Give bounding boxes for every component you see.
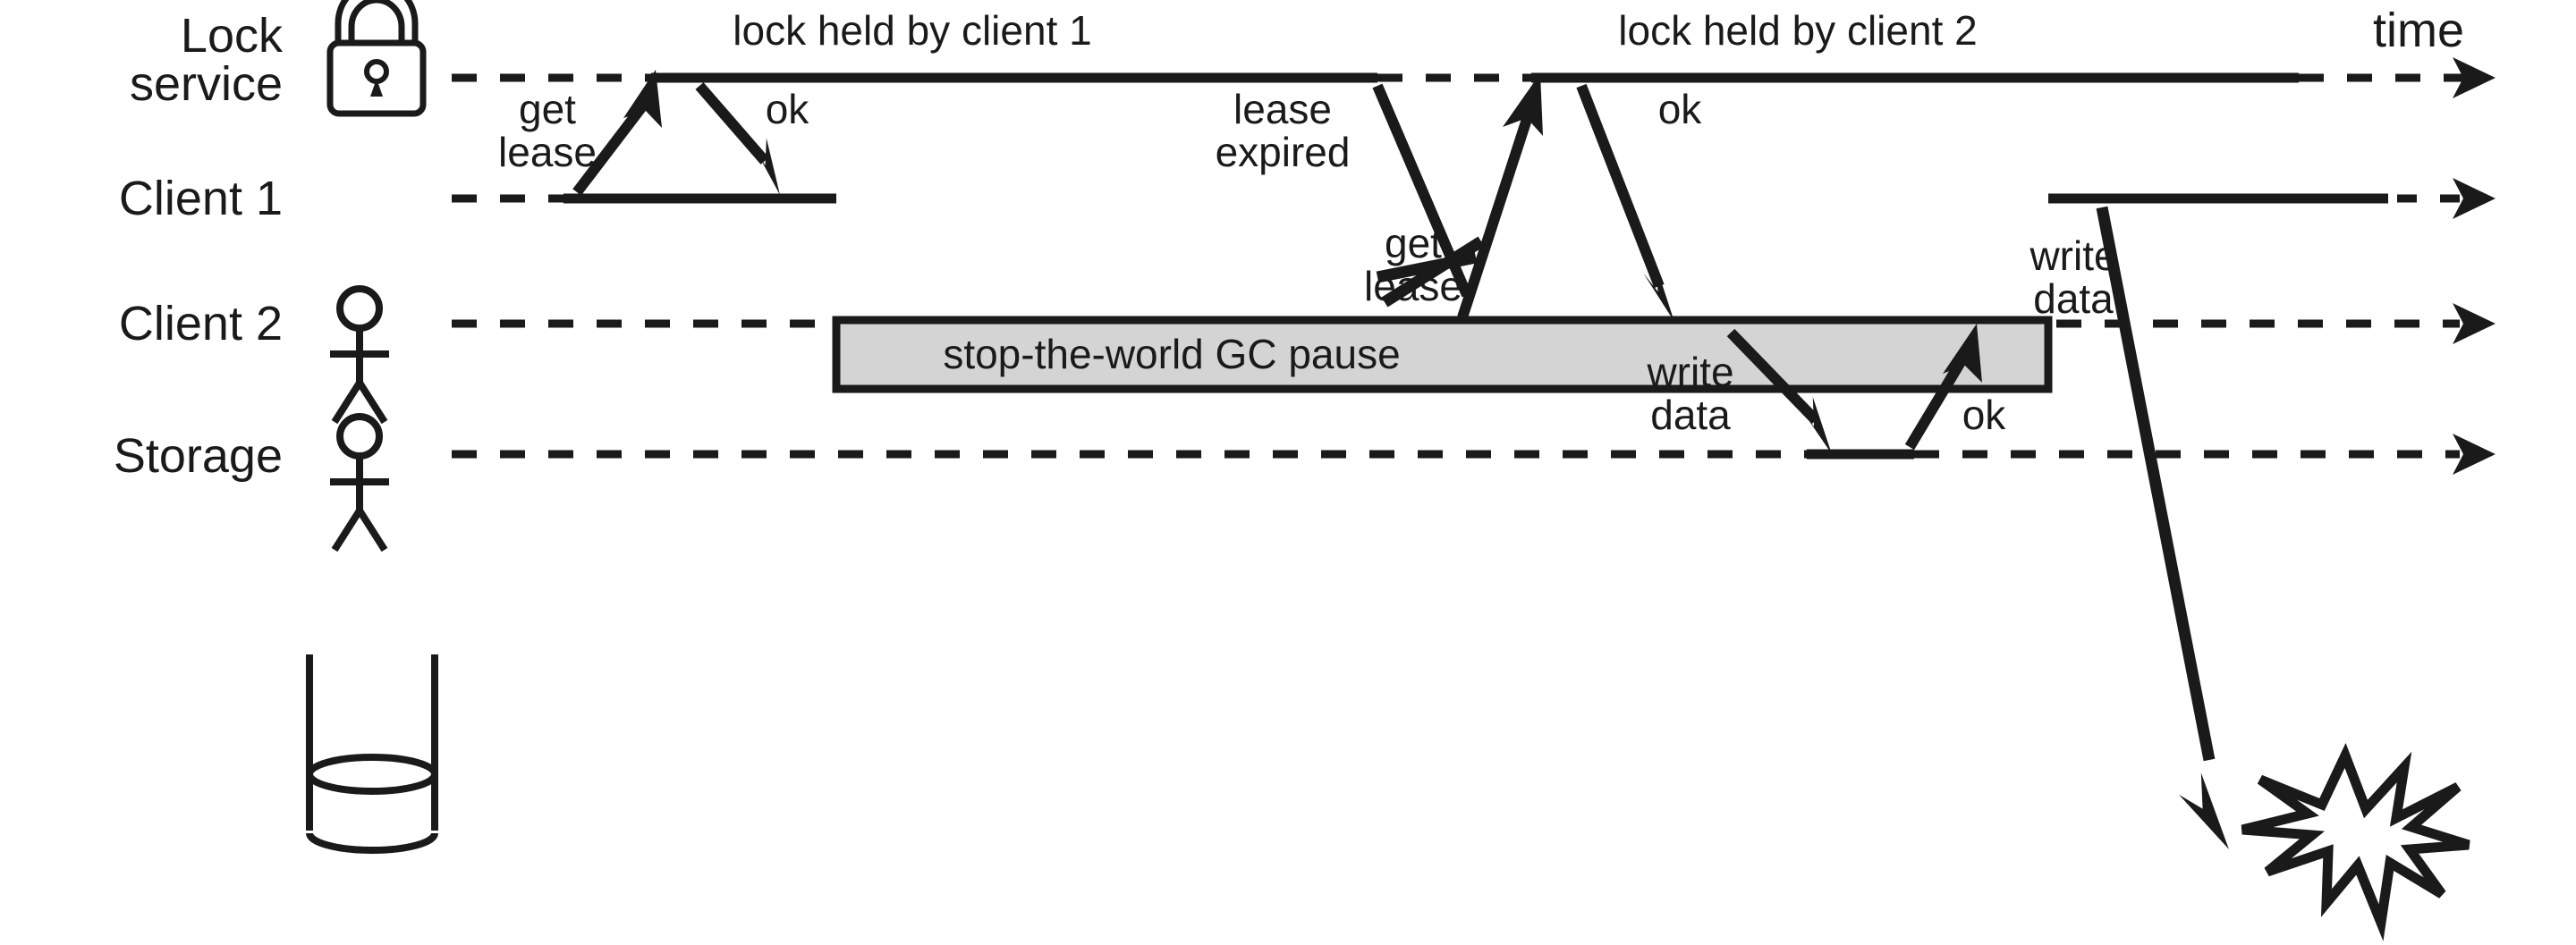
msg-label-get-lease-2-line2: lease [1364, 263, 1462, 309]
arrow-ok-2 [1576, 83, 1674, 322]
lifeline-client-1 [452, 178, 2496, 219]
stick-figure-icon [330, 413, 389, 553]
msg-label-get-lease-1-line1: get [519, 86, 576, 132]
arrow-ok-3 [1904, 324, 1982, 451]
msg-label-get-lease-2-line1: get [1385, 220, 1442, 266]
x-cross-icon [1376, 236, 1485, 308]
lifeline-storage [452, 434, 2496, 475]
msg-label-ok-1: ok [766, 86, 810, 132]
msg-label-lease-expired-line2: expired [1216, 129, 1351, 175]
lifeline-lock-service [452, 57, 2496, 98]
msg-label-ok-2: ok [1658, 86, 1703, 132]
arrow-get-lease-1 [572, 70, 662, 196]
arrow-write-data-c1 [2096, 206, 2229, 849]
msg-label-write-data-c2-line1: write [1646, 349, 1733, 395]
span-label-lock-held-1: lock held by client 1 [733, 7, 1091, 54]
msg-label-lease-expired-line1: lease [1233, 86, 1332, 132]
msg-label-get-lease-1-line2: lease [498, 129, 597, 175]
lane-label-client-2: Client 2 [119, 297, 283, 350]
lane-label-storage: Storage [114, 429, 283, 483]
span-label-lock-held-2: lock held by client 2 [1618, 7, 1977, 54]
stick-figure-icon [330, 285, 389, 425]
msg-label-write-data-c2-line2: data [1650, 392, 1731, 438]
msg-label-ok-3: ok [1962, 392, 2007, 438]
lane-label-client-1: Client 1 [119, 172, 283, 225]
arrow-write-data-c2 [1726, 328, 1832, 454]
arrow-lease-expired [1372, 83, 1485, 308]
lane-label-lock-service-line1: Lock [181, 9, 284, 63]
gc-pause-box-label: stop-the-world GC pause [943, 331, 1400, 377]
arrow-get-lease-2 [1457, 73, 1543, 319]
database-cylinder-icon [306, 654, 438, 854]
axis-label-time: time [2373, 4, 2464, 57]
padlock-icon [326, 0, 427, 117]
explosion-burst-icon [2241, 743, 2470, 941]
msg-label-write-data-c1-line2: data [2033, 275, 2114, 322]
lane-label-lock-service-line2: service [130, 57, 283, 111]
arrow-ok-1 [695, 82, 780, 195]
gc-pause-box [832, 316, 2053, 393]
msg-label-write-data-c1-line1: write [2029, 232, 2116, 279]
